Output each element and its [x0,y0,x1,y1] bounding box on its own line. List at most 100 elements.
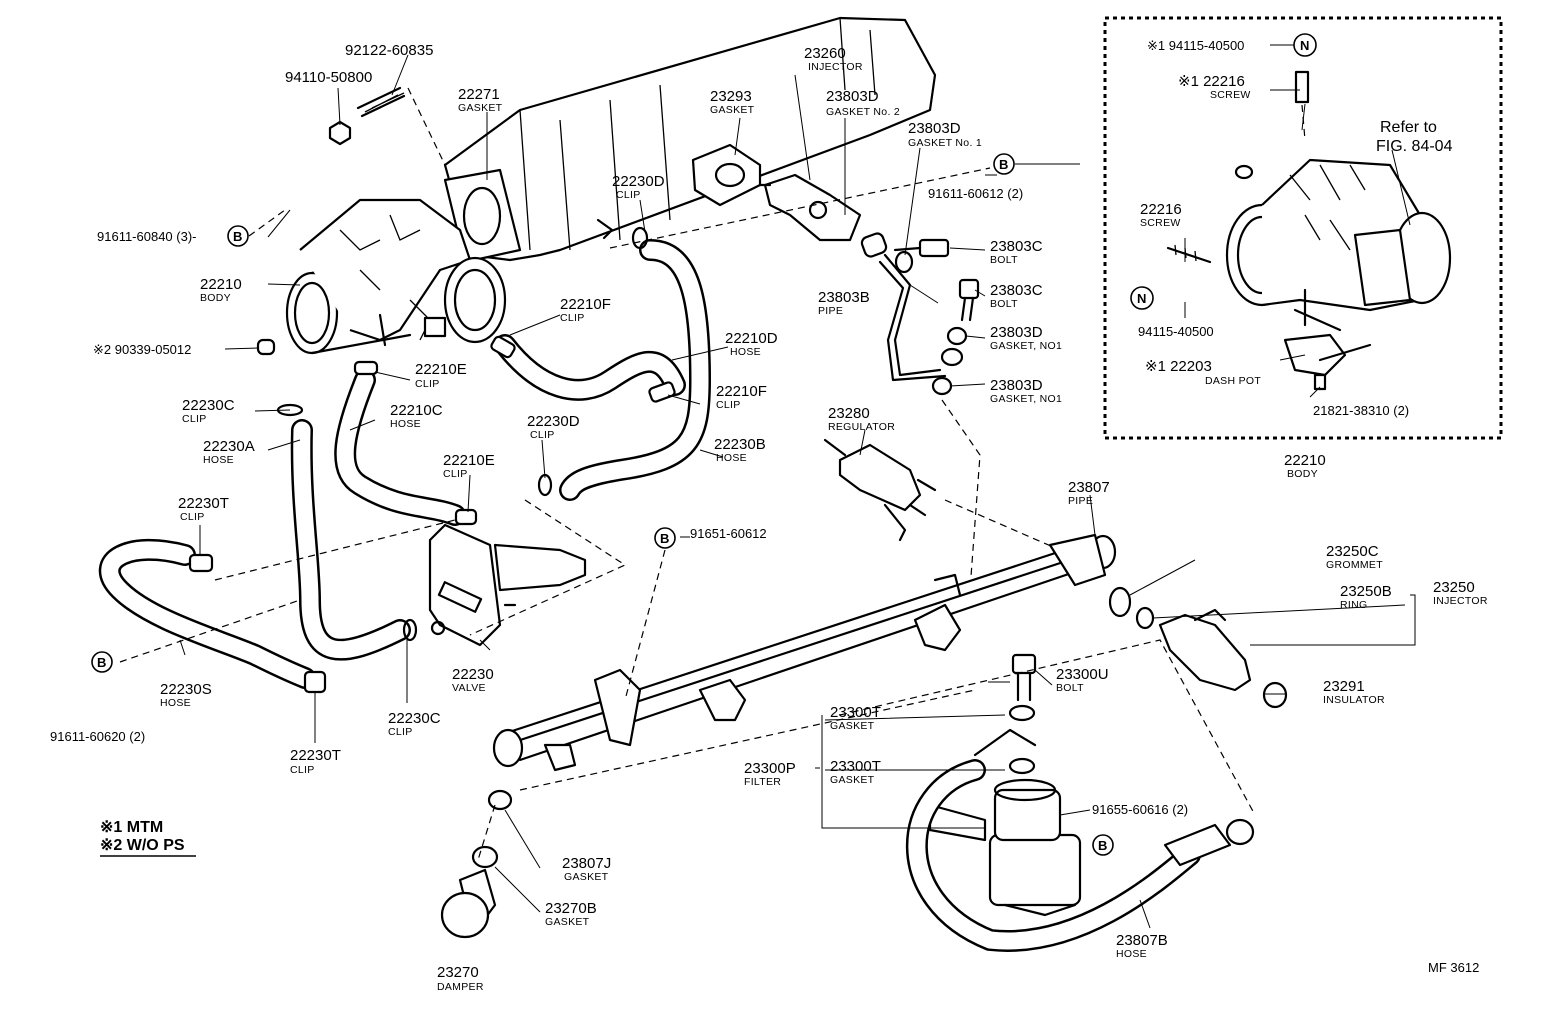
svg-text:B: B [1098,838,1107,853]
hose-22210d [494,334,686,401]
svg-text:23807J: 23807J [562,855,611,872]
svg-text:※1 22203: ※1 22203 [1145,358,1212,375]
inset-throttle-body [1166,70,1452,391]
svg-text:B: B [97,655,106,670]
svg-text:91611-60620 (2): 91611-60620 (2) [50,729,145,744]
svg-text:B: B [233,229,242,244]
svg-text:23260: 23260 [804,45,846,62]
svg-text:N: N [1137,291,1146,306]
plug [256,338,276,356]
bolt-23803c-a [893,238,950,258]
svg-text:92122-60835: 92122-60835 [345,42,433,59]
fuel-hose [905,759,1255,952]
svg-text:23250: 23250 [1433,579,1475,596]
svg-text:BOLT: BOLT [1056,682,1084,694]
svg-text:SCREW: SCREW [1140,217,1181,229]
svg-text:23803D: 23803D [826,88,879,105]
svg-text:23300T: 23300T [830,758,881,775]
svg-text:23803C: 23803C [990,238,1043,255]
svg-text:SCREW: SCREW [1210,89,1251,101]
injector-assembly [1108,586,1288,709]
svg-text:BOLT: BOLT [990,298,1018,310]
label-91611-60612: 91611-60612 (2) [928,186,1023,201]
svg-text:23280: 23280 [828,405,870,422]
svg-text:INSULATOR: INSULATOR [1323,694,1385,706]
svg-text:FILTER: FILTER [744,776,781,788]
svg-text:22230T: 22230T [290,747,341,764]
svg-text:91611-60840 (3)-: 91611-60840 (3)- [97,229,197,244]
svg-text:22210E: 22210E [415,361,467,378]
svg-text:23803D: 23803D [990,324,1043,341]
svg-text:GASKET, NO1: GASKET, NO1 [990,393,1062,405]
leader-lines [104,44,1416,929]
svg-text:23300T: 23300T [830,704,881,721]
gaskets-23803d [894,250,968,396]
svg-text:REGULATOR: REGULATOR [828,421,895,433]
label-92122-60835: 92122-60835 [345,42,433,59]
label-94110-50800: 94110-50800 [285,69,372,86]
svg-text:HOSE: HOSE [390,418,421,430]
throttle-body [285,198,507,355]
svg-text:91651-60612: 91651-60612 [690,526,767,541]
svg-text:GASKET No. 2: GASKET No. 2 [826,106,900,118]
diagram-code: MF 3612 [1428,960,1479,975]
svg-text:22216: 22216 [1140,201,1182,218]
svg-text:GASKET: GASKET [458,102,503,114]
svg-text:22230C: 22230C [182,397,235,414]
svg-text:PIPE: PIPE [818,305,843,317]
svg-text:CLIP: CLIP [290,764,315,776]
svg-text:VALVE: VALVE [452,682,486,694]
svg-text:22230S: 22230S [160,681,212,698]
hose-22210c [334,369,466,526]
svg-text:※1 MTM: ※1 MTM [100,819,163,836]
delivery-pipe [492,533,1117,772]
air-valve [428,523,587,647]
pipe-23803b [883,253,942,377]
label-91611-60840: 91611-60840 (3)- [97,229,197,244]
label-91651-60612: 91651-60612 [690,526,767,541]
svg-text:22230A: 22230A [203,438,255,455]
svg-text:CLIP: CLIP [182,413,207,425]
svg-text:INJECTOR: INJECTOR [808,61,863,73]
svg-text:CLIP: CLIP [415,378,440,390]
bolt-23803c-b [958,278,980,322]
svg-text:22230: 22230 [452,666,494,683]
svg-text:23803B: 23803B [818,289,870,306]
hose-22230s [98,538,316,689]
stud-bolt [356,86,406,118]
hose-22230b [559,239,711,501]
svg-text:22230T: 22230T [178,495,229,512]
svg-text:23803C: 23803C [990,282,1043,299]
svg-text:22210D: 22210D [725,330,778,347]
b-markers: B B B B B [91,153,1114,856]
fuel-filter [928,653,1082,917]
svg-text:CLIP: CLIP [530,429,555,441]
svg-text:22271: 22271 [458,86,500,103]
pulsation-damper [440,789,513,939]
svg-text:GROMMET: GROMMET [1326,559,1383,571]
svg-text:23300U: 23300U [1056,666,1109,683]
svg-text:91611-60612 (2): 91611-60612 (2) [928,186,1023,201]
svg-text:GASKET No. 1: GASKET No. 1 [908,137,982,149]
svg-text:※1 94115-40500: ※1 94115-40500 [1147,38,1244,53]
